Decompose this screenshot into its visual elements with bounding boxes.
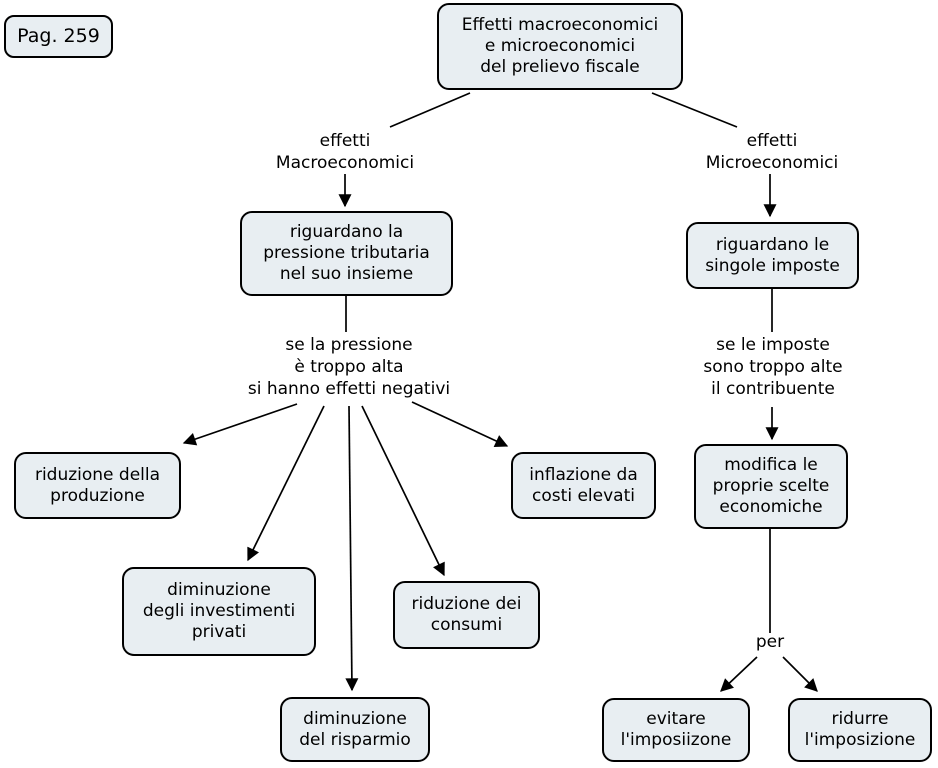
edge-root-to-micro-label <box>651 92 738 128</box>
link-label-effetti-microeconomici: effetti Microeconomici <box>705 131 839 174</box>
link-label-pressione-troppo-alta: se la pressione è troppo alta si hanno e… <box>247 335 451 400</box>
node-riduzione-produzione[interactable]: riduzione della produzione <box>14 452 181 519</box>
link-label-effetti-macroeconomici: effetti Macroeconomici <box>275 131 415 174</box>
edge-per-to-ridurre <box>782 656 818 692</box>
node-modifica-scelte[interactable]: modifica le proprie scelte economiche <box>694 444 848 529</box>
edge-to-risparmio <box>345 405 359 692</box>
link-label-imposte-troppo-alte: se le imposte sono troppo alte il contri… <box>703 335 843 400</box>
node-inflazione-costi[interactable]: inflazione da costi elevati <box>511 452 656 519</box>
node-diminuzione-investimenti[interactable]: diminuzione degli investimenti privati <box>122 567 316 656</box>
node-diminuzione-risparmio[interactable]: diminuzione del risparmio <box>280 697 430 762</box>
node-singole-imposte[interactable]: riguardano le singole imposte <box>686 222 859 289</box>
edge-to-consumi <box>361 405 445 577</box>
node-evitare-imposizione[interactable]: evitare l'imposiizone <box>602 698 750 762</box>
page-reference-node[interactable]: Pag. 259 <box>4 15 113 58</box>
node-pressione-tributaria[interactable]: riguardano la pressione tributaria nel s… <box>240 211 453 296</box>
edge-to-investimenti <box>247 405 325 562</box>
node-ridurre-imposizione[interactable]: ridurre l'imposizione <box>788 698 932 762</box>
edge-to-riduzione-produzione <box>182 403 298 446</box>
edge-to-inflazione <box>411 401 509 447</box>
node-riduzione-consumi[interactable]: riduzione dei consumi <box>393 581 540 649</box>
node-root-effetti-prelievo-fiscale[interactable]: Effetti macroeconomici e microeconomici … <box>437 3 683 90</box>
link-label-per: per <box>755 632 785 652</box>
edge-per-to-evitare <box>720 656 758 692</box>
edge-root-to-macro-label <box>389 92 471 128</box>
